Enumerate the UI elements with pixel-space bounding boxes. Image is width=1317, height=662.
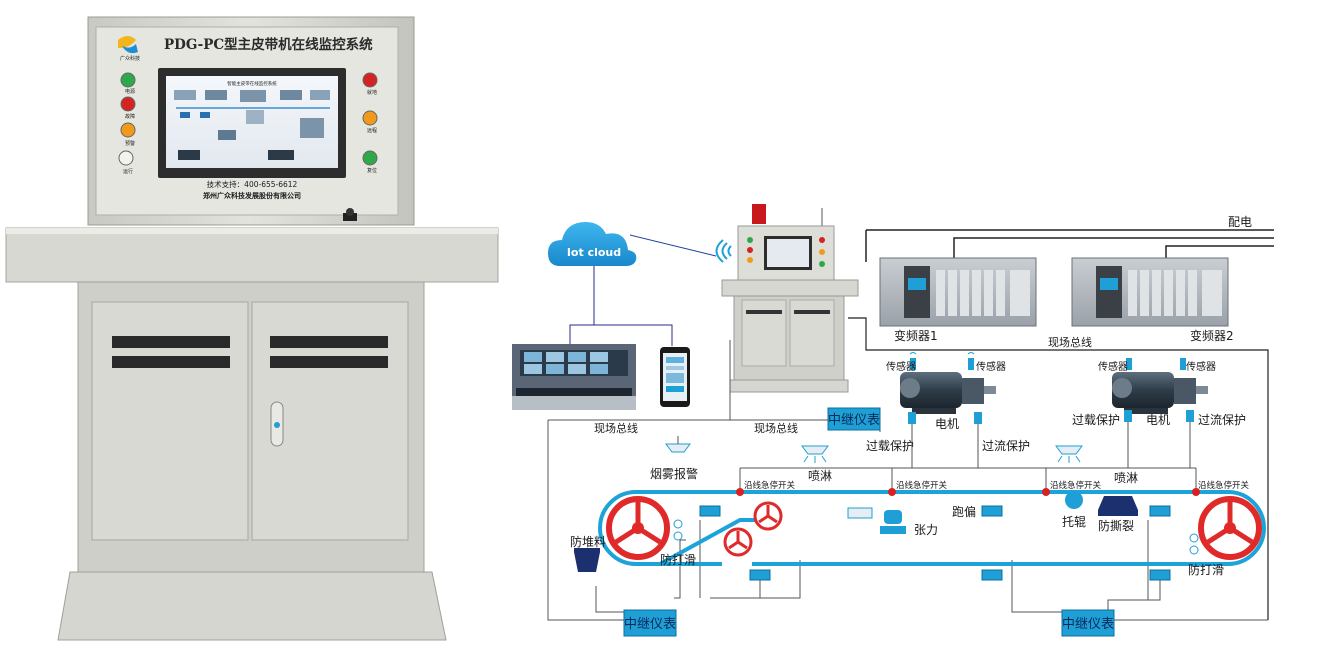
sensor-label-2: 传感器: [976, 360, 1006, 373]
spray-label-2: 喷淋: [1114, 471, 1138, 485]
company-logo: 广众科技: [118, 36, 140, 62]
estop-label-3: 沿线急停开关: [1050, 480, 1102, 491]
remote-button-label: 远程: [367, 127, 377, 134]
sensor-label-3: 传感器: [1098, 360, 1128, 373]
fieldbus-label-mid: 现场总线: [754, 421, 798, 435]
idler-icon: [1065, 491, 1083, 509]
estop-knob[interactable]: [343, 208, 357, 221]
relay-box-left: 中继仪表: [623, 609, 677, 637]
warning-button[interactable]: [120, 122, 136, 138]
local-button-label: 就地: [367, 89, 377, 96]
left-button-column: 电源 故障 预警 运行: [118, 72, 136, 175]
relay-top-label: 中继仪表: [828, 413, 880, 428]
sensor-icon: [909, 352, 975, 370]
spray-icon-2: [1055, 445, 1083, 463]
overload-sensor: [908, 412, 916, 424]
support-phone: 技术支持：400-655-6612: [207, 179, 298, 189]
motor-1-label: 电机: [935, 417, 959, 431]
tension-sensor-icon: [847, 507, 906, 534]
anti-slip-label-1: 防打滑: [660, 552, 696, 567]
overload-label-1: 过载保护: [866, 439, 914, 453]
control-room-image: [512, 344, 636, 410]
warning-button-label: 预警: [125, 140, 135, 147]
reset-button[interactable]: [362, 150, 378, 166]
run-button[interactable]: [118, 150, 134, 166]
overload-sensor-2: [1124, 410, 1132, 422]
iot-cloud-icon: Iot cloud: [548, 222, 637, 266]
overcurrent-label-2: 过流保护: [1198, 413, 1246, 427]
power-label: 配电: [1228, 215, 1252, 229]
power-lines: [865, 229, 1274, 262]
sensor-icon-2: [1126, 358, 1186, 370]
overcurrent-sensor-2: [1186, 410, 1194, 422]
alarm-beacon-icon: [752, 204, 766, 224]
inverter-2: [1071, 257, 1229, 327]
sensor-label-1: 传感器: [886, 360, 916, 373]
spray-label-1: 喷淋: [808, 469, 832, 483]
tension-wheel-1: [753, 501, 783, 531]
motor-2: [1112, 372, 1208, 414]
inverter-2-label: 变频器2: [1190, 328, 1234, 343]
anti-pile-label: 防堆料: [570, 534, 606, 549]
inverter-1-label: 变频器1: [894, 328, 938, 343]
overcurrent-sensor: [974, 412, 982, 424]
smoke-label: 烟雾报警: [650, 466, 698, 481]
anti-tear-icon: [1098, 496, 1138, 516]
remote-button[interactable]: [362, 110, 378, 126]
slip-sensor-icon: [673, 519, 1199, 555]
fieldbus-label-left: 现场总线: [594, 421, 638, 435]
estop-switches: [736, 488, 1200, 496]
estop-label-4: 沿线急停开关: [1198, 480, 1250, 491]
tension-label: 张力: [914, 523, 938, 537]
power-button[interactable]: [120, 72, 136, 88]
motor-2-label: 电机: [1146, 413, 1170, 427]
smoke-alarm-icon: [665, 436, 691, 453]
door-handle[interactable]: [270, 401, 284, 447]
run-button-label: 运行: [123, 168, 133, 175]
relay-box-right: 中继仪表: [1061, 609, 1115, 637]
drive-wheel-right: [1198, 496, 1262, 560]
estop-label-1: 沿线急停开关: [744, 480, 796, 491]
drive-wheel-left: [606, 496, 670, 560]
overcurrent-label-1: 过流保护: [982, 439, 1030, 453]
spray-icon-1: [801, 445, 829, 463]
mobile-phone: [660, 347, 690, 407]
power-button-label: 电源: [125, 88, 135, 95]
sensor-label-4: 传感器: [1186, 360, 1216, 373]
deviation-sensors: [699, 505, 1171, 581]
inverter-1: [879, 257, 1037, 327]
idler-label: 托辊: [1062, 515, 1086, 529]
signal-lines: [547, 340, 1268, 621]
fault-button-label: 故障: [125, 113, 135, 120]
local-button[interactable]: [362, 72, 378, 88]
right-button-column: 就地 远程 复位: [362, 72, 378, 174]
logo-text: 广众科技: [120, 55, 140, 62]
cloud-label: Iot cloud: [567, 246, 621, 259]
tension-wheel-2: [723, 527, 753, 557]
vent-left: [112, 336, 230, 368]
anti-tear-label: 防撕裂: [1098, 518, 1134, 533]
anti-pile-icon: [574, 548, 600, 572]
system-diagram: Iot cloud: [512, 204, 1274, 637]
fault-button[interactable]: [120, 96, 136, 112]
screen-title: 智能主皮带在线监控系统: [227, 80, 277, 87]
relay-left-label: 中继仪表: [624, 617, 676, 632]
vent-right: [270, 336, 388, 368]
relay-box-top: 中继仪表: [827, 407, 881, 431]
overload-label-2: 过载保护: [1072, 413, 1120, 427]
wifi-icon: [715, 239, 732, 263]
estop-label-2: 沿线急停开关: [896, 480, 948, 491]
console-title: PDG-PC型主皮带机在线监控系统: [164, 36, 373, 53]
anti-slip-label-2: 防打滑: [1188, 562, 1224, 577]
console-cabinet: 广众科技 PDG-PC型主皮带机在线监控系统 电源 故障 预警 运行 就地 远程…: [5, 16, 499, 641]
deviation-label: 跑偏: [952, 504, 976, 519]
relay-right-label: 中继仪表: [1062, 617, 1114, 632]
motor-1: [900, 372, 996, 414]
console-monitor: 智能主皮带在线监控系统: [158, 68, 346, 178]
company-name: 郑州广众科技发展股份有限公司: [203, 191, 301, 200]
mini-console: [721, 204, 859, 393]
fieldbus-label-top: 现场总线: [1048, 335, 1092, 349]
reset-button-label: 复位: [367, 167, 377, 174]
